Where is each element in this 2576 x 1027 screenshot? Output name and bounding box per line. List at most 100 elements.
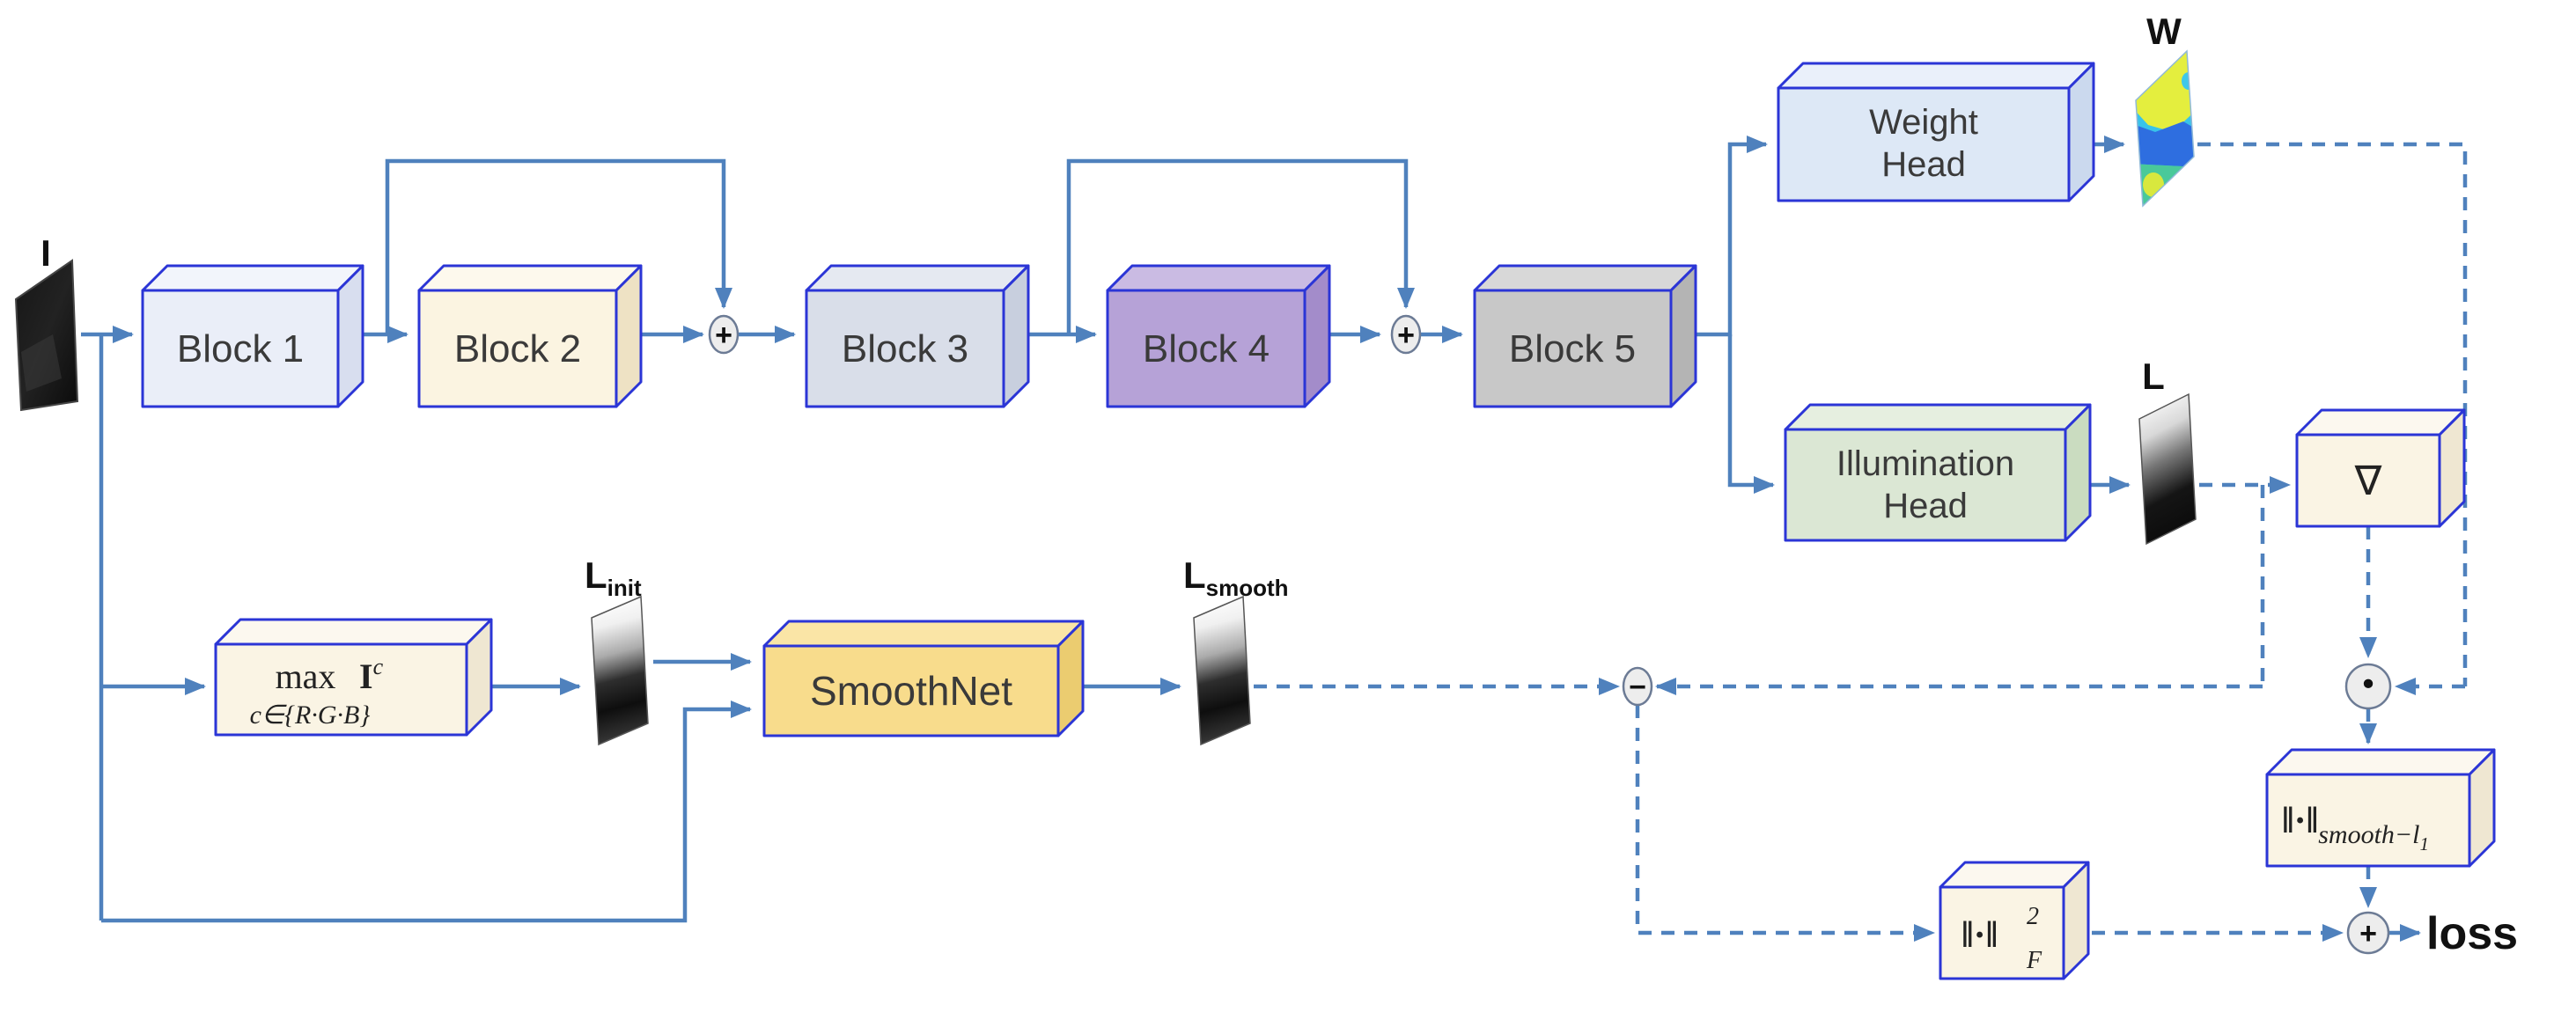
illumination-head-side-face [2064,403,2092,542]
add2-plus-icon: + [1397,319,1415,352]
edge-subtract-frobenius [1635,705,1935,942]
block3: Block 3 [805,264,1030,408]
l-smooth-label-sub: smooth [1206,575,1289,601]
input-image-highlight [21,334,62,392]
subtract-shape [1622,666,1653,707]
block5: Block 5 [1473,264,1697,408]
weight-head: Weight Head [1777,62,2095,202]
add2-shape [1390,314,1422,355]
add3-circle: + [2346,911,2390,955]
frobenius-box: ‖·‖ 2 F [1939,861,2090,980]
block2: Block 2 [417,264,643,408]
l-smooth-thumb [1193,595,1251,746]
solid-edges [81,136,2131,923]
loss-label: loss [2426,908,2518,959]
max-op-main: max [276,657,336,696]
block1: Block 1 [141,264,364,408]
block4-top-face [1106,264,1331,292]
l-smooth-label: Lsmooth [1183,554,1289,601]
dashed-edges [1254,142,2468,942]
weight-head-top-face [1777,62,2095,90]
max-op-arg-sup: c [373,654,384,679]
grad-op-box: ∇ [2295,408,2466,528]
illumination-head-label-line1: Illumination [1836,444,2014,483]
frobenius-base: ‖·‖ [1961,915,1998,956]
smoothnet-front-face [762,644,1060,737]
smoothnet-label: SmoothNet [810,668,1012,714]
block1-front-face [141,289,340,408]
block2-label: Block 2 [454,327,581,370]
block3-front-face [805,289,1005,408]
block3-label: Block 3 [842,327,968,370]
grad-op-top-face [2295,408,2466,436]
block1-label: Block 1 [177,327,304,370]
max-op-top-face [214,618,493,646]
edge-w-rail [2197,142,2468,686]
input-label: I [40,232,51,274]
frobenius-sub: F [2026,947,2042,974]
edge-block5-illuminationhead [1727,334,1775,494]
smooth-l1-sub: smooth−l [2318,820,2419,849]
add1-shape [708,314,740,355]
w-label: W [2146,11,2182,52]
block1-side-face [336,264,364,408]
block4-side-face [1303,264,1331,408]
multiply-circle: · [2344,652,2392,715]
max-op-arg-base: I [359,657,373,696]
multiply-shape [2344,663,2392,710]
l-init-label-base: L [585,554,607,596]
illumination-head-label-line2: Head [1883,487,1968,525]
add2-circle: + [1390,314,1422,355]
block5-side-face [1669,264,1697,408]
block5-front-face [1473,289,1673,408]
multiply-dot-icon: · [2359,652,2377,715]
edge-block5-weighthead [1696,136,1768,337]
max-op-sub: c∈{R·G·B} [250,701,371,730]
block5-top-face [1473,264,1697,292]
block3-top-face [805,264,1030,292]
l-output-image: L [2138,356,2197,546]
block4: Block 4 [1106,264,1331,408]
frobenius-front-face [1939,885,2065,980]
nabla-icon: ∇ [2354,458,2382,503]
input-image: I [14,232,79,412]
frobenius-sup: 2 [2027,903,2039,930]
l-smooth-image: Lsmooth [1183,554,1289,746]
weight-head-side-face [2067,62,2095,202]
w-image-blue-blob [2136,121,2194,167]
l-init-label-sub: init [607,575,642,601]
subtract-minus-icon: − [1629,671,1646,704]
edge-skip-block1-add1 [385,158,732,334]
l-init-image: Linit [585,554,649,746]
subtract-circle: − [1622,666,1653,707]
l-init-thumb [591,595,649,746]
smoothnet-top-face [762,620,1085,648]
block5-label: Block 5 [1509,327,1636,370]
smooth-l1-label: ‖·‖smooth−l1 [2282,801,2429,855]
smooth-l1-sub-idx: 1 [2420,833,2430,855]
weight-head-label-line2: Head [1881,145,1966,184]
weight-head-front-face [1777,86,2071,202]
smooth-l1-top-face [2265,748,2496,776]
block2-side-face [615,264,643,408]
w-image-outline [2135,49,2195,208]
add1-circle: + [708,314,740,355]
smooth-l1-box: ‖·‖smooth−l1 [2265,748,2496,868]
block4-label: Block 4 [1143,327,1270,370]
add3-plus-icon: + [2359,917,2377,950]
weight-head-label-line1: Weight [1869,103,1978,142]
smooth-l1-front-face [2265,773,2471,868]
block2-top-face [417,264,643,292]
max-op-arg: Ic [359,654,384,696]
l-init-label: Linit [585,554,642,601]
add1-plus-icon: + [715,319,732,352]
block1-top-face [141,264,364,292]
edge-skip-block3-add2 [1066,158,1415,334]
max-op-front-face [214,642,468,737]
block2-front-face [417,289,618,408]
illumination-head: Illumination Head [1784,403,2092,542]
l-label: L [2142,356,2165,397]
smoothnet: SmoothNet [762,620,1085,737]
edge-input-smoothnet-lower [101,701,752,923]
